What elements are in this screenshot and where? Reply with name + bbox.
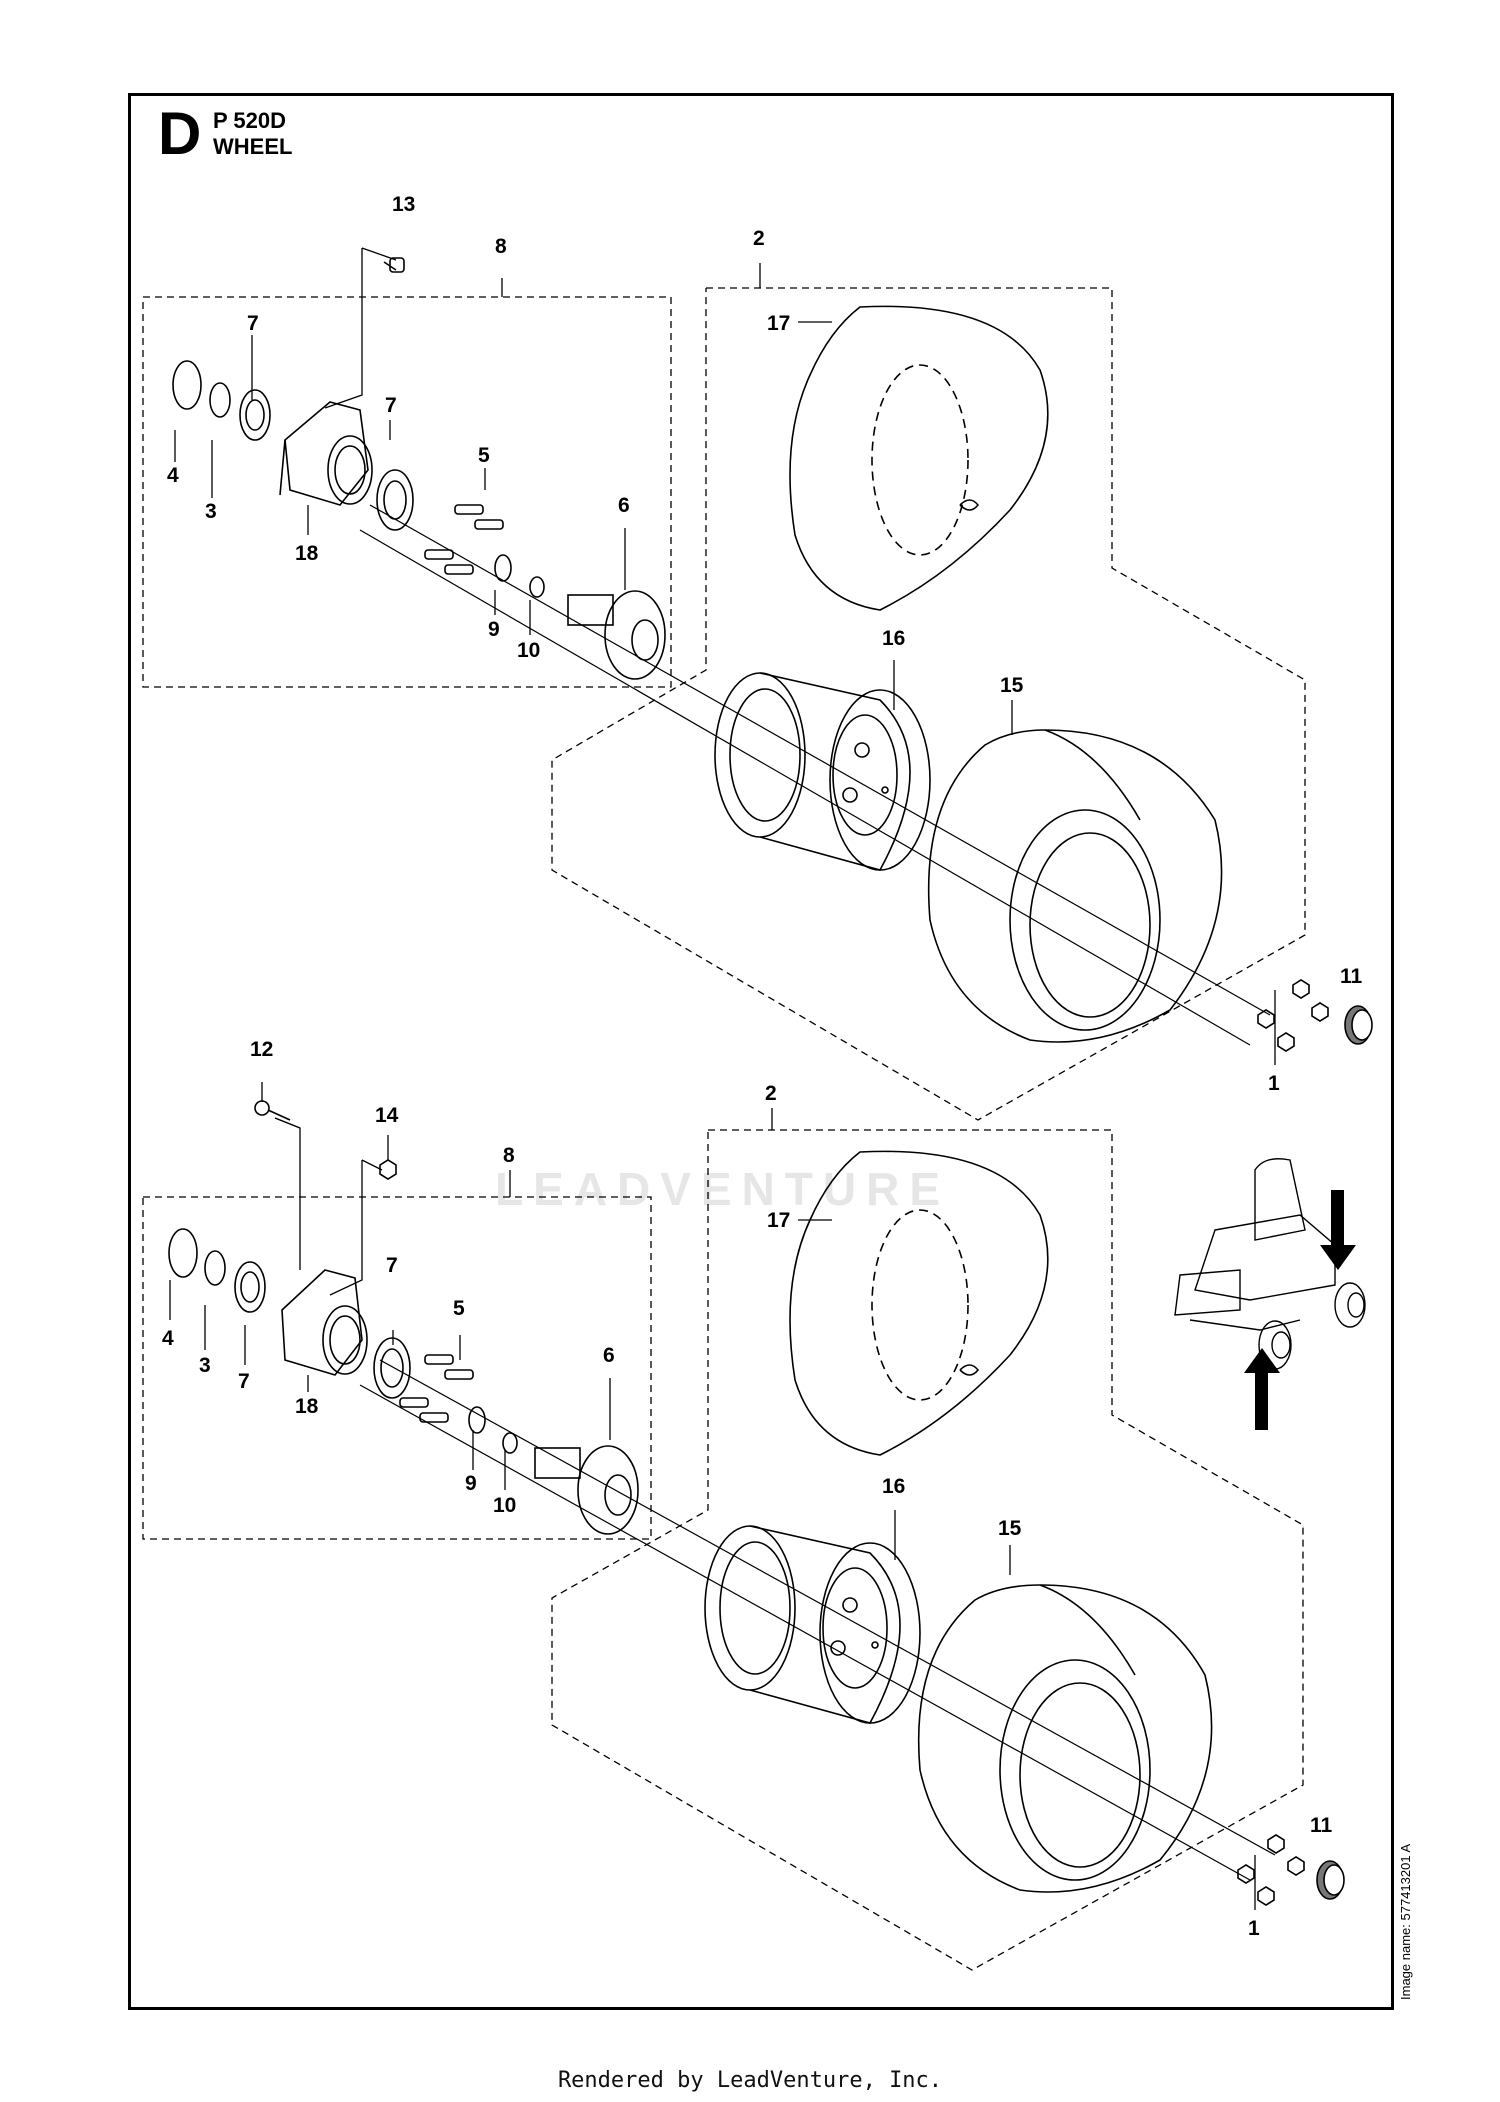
callout-12: 12 [250,1038,273,1061]
hub-group-box-lower [142,1196,652,1540]
image-name-label: Image name: 577413201 A [1398,1843,1413,2000]
callout-17: 17 [767,312,790,335]
callouts-upper: 13 8 2 7 17 7 4 3 18 5 6 9 10 16 15 11 1 [167,193,1363,1095]
callout-10: 10 [493,1494,516,1517]
callout-7: 7 [385,394,397,417]
callout-8: 8 [503,1144,515,1167]
inner-tube-icon [789,305,1049,611]
callout-3: 3 [205,500,217,523]
callout-16: 16 [882,627,905,650]
callout-7: 7 [386,1254,398,1277]
callout-7: 7 [247,312,259,335]
footer-credit: Rendered by LeadVenture, Inc. [557,2068,943,2093]
diagram-frame [128,93,1394,2010]
wheel-group-box-upper [551,287,1306,1121]
callout-13: 13 [392,193,415,216]
callout-8: 8 [495,235,507,258]
callout-4: 4 [162,1327,174,1350]
callout-9: 9 [465,1472,477,1495]
callout-11: 11 [1340,965,1363,988]
callouts-lower: 12 14 8 2 17 4 3 7 7 18 5 6 9 10 16 15 1… [162,1038,1333,1940]
callout-6: 6 [618,494,630,517]
arrow-down-icon [1320,1190,1356,1270]
callout-18: 18 [295,1395,319,1418]
callout-9: 9 [488,618,500,641]
arrow-up-icon [1244,1348,1280,1430]
watermark: LEADVENTURE [495,1163,951,1215]
callout-6: 6 [603,1344,615,1367]
page-title: WHEEL [213,134,293,159]
tire-icon [927,729,1223,1043]
callout-3: 3 [199,1354,211,1377]
callout-2: 2 [765,1082,777,1105]
callout-5: 5 [453,1297,465,1320]
mower-location-icon [1174,1158,1366,1370]
callout-17: 17 [767,1209,790,1232]
callout-18: 18 [295,542,319,565]
callout-1: 1 [1268,1072,1280,1095]
callout-7: 7 [238,1370,250,1393]
rim-icon [714,672,931,871]
spindle-icon [567,590,666,680]
callout-11: 11 [1310,1814,1333,1837]
callout-14: 14 [375,1104,399,1127]
callout-10: 10 [517,639,540,662]
callout-2: 2 [753,227,765,250]
callout-15: 15 [1000,674,1024,697]
model-label: P 520D [213,108,286,133]
callout-4: 4 [167,464,179,487]
callout-5: 5 [478,444,490,467]
callout-15: 15 [998,1517,1022,1540]
wheel-group-box-lower [551,1129,1304,1971]
callout-1: 1 [1248,1917,1260,1940]
section-letter: D [158,100,202,167]
hub-icon [279,401,373,506]
snap-ring-icon [172,360,202,410]
bolt-13-icon [383,257,405,273]
hub-group-box-upper [142,296,672,688]
callout-16: 16 [882,1475,905,1498]
